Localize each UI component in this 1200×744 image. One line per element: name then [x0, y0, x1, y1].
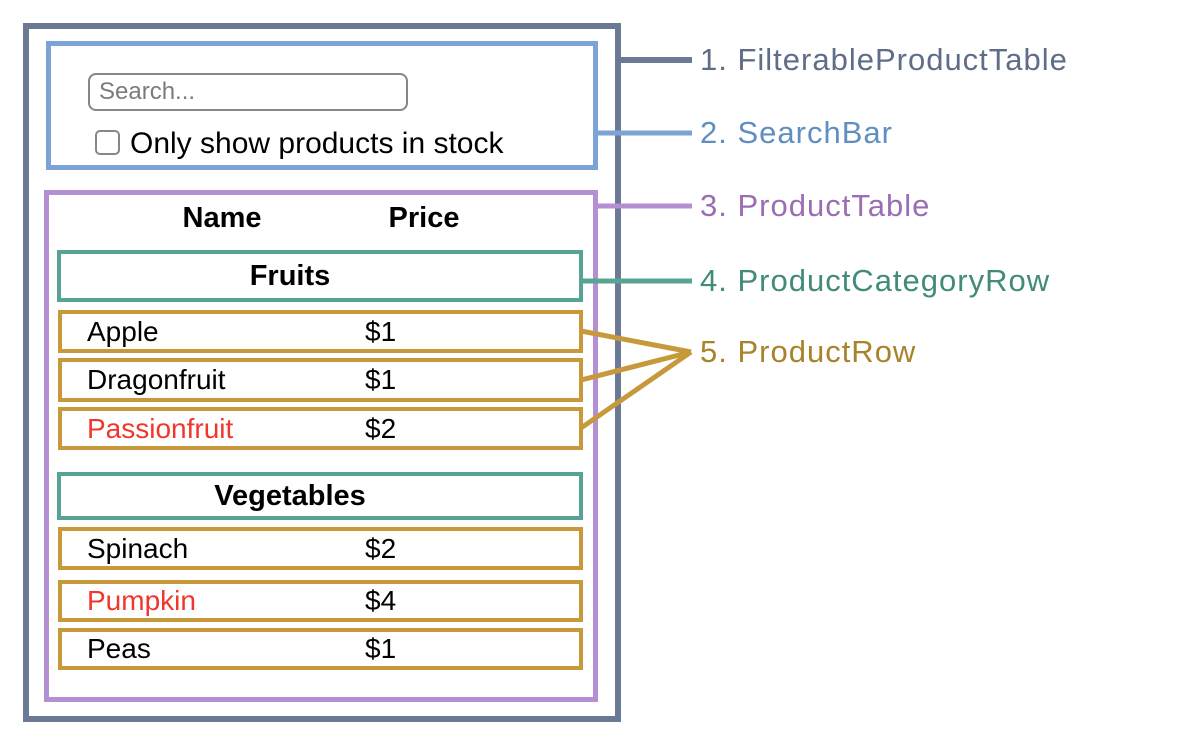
- product-row-spinach: Spinach $2: [58, 527, 583, 570]
- product-name: Pumpkin: [87, 585, 196, 616]
- product-price: $4: [365, 585, 397, 616]
- search-input[interactable]: [88, 73, 408, 111]
- product-name: Peas: [87, 633, 151, 664]
- category-label: Fruits: [249, 259, 331, 292]
- product-row-dragonfruit: Dragonfruit $1: [58, 358, 583, 402]
- product-row-apple: Apple $1: [58, 310, 583, 353]
- legend-product-table: 3. ProductTable: [700, 188, 931, 223]
- product-name: Dragonfruit: [87, 364, 226, 395]
- search-bar-box: [46, 41, 598, 170]
- product-category-row-vegetables: Vegetables: [57, 472, 583, 520]
- product-name: Passionfruit: [87, 412, 234, 444]
- product-row-peas: Peas $1: [58, 628, 583, 670]
- in-stock-checkbox[interactable]: [95, 130, 120, 155]
- product-row-pumpkin: Pumpkin $4: [58, 580, 583, 622]
- column-header-name: Name: [182, 202, 262, 234]
- legend-product-category-row: 4. ProductCategoryRow: [700, 263, 1051, 298]
- legend-product-row: 5. ProductRow: [700, 334, 917, 369]
- product-price: $1: [365, 364, 397, 395]
- product-table-box: [44, 190, 598, 702]
- legend-search-bar: 2. SearchBar: [700, 115, 893, 150]
- product-price: $2: [365, 412, 397, 444]
- in-stock-checkbox-label: Only show products in stock: [130, 127, 504, 160]
- product-price: $1: [365, 315, 397, 347]
- product-name: Apple: [87, 315, 159, 347]
- column-header-price: Price: [388, 202, 460, 234]
- legend-filterable-product-table: 1. FilterableProductTable: [700, 42, 1068, 77]
- product-row-passionfruit: Passionfruit $2: [58, 407, 583, 450]
- product-category-row-fruits: Fruits: [57, 250, 583, 302]
- product-name: Spinach: [87, 532, 189, 564]
- category-label: Vegetables: [214, 479, 366, 512]
- product-price: $1: [365, 633, 397, 664]
- product-price: $2: [365, 532, 397, 564]
